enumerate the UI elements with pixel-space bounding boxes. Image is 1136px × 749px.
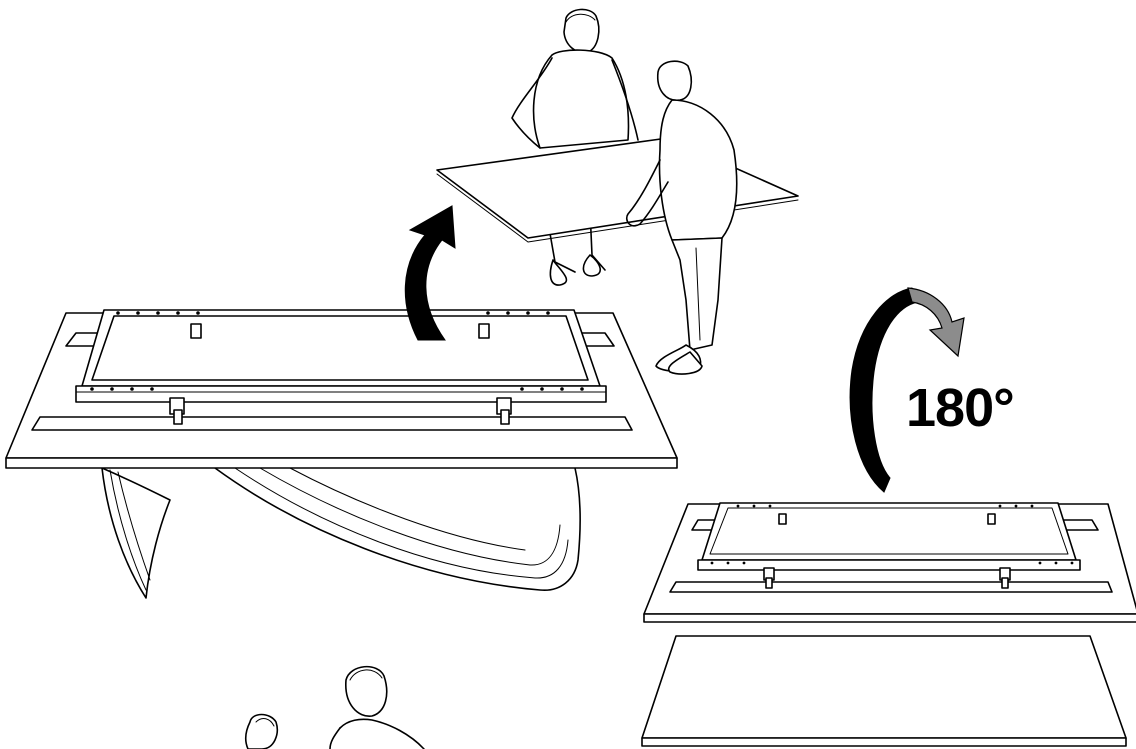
loose-tabletop-panel	[641, 635, 1127, 747]
people-bottom	[245, 665, 425, 749]
frame-feet	[169, 323, 512, 425]
people-carrying-panel	[436, 8, 799, 375]
tabletop-with-frame-left	[5, 309, 678, 599]
rotation-angle-label: 180°	[906, 378, 1015, 438]
tabletop-with-frame-right	[643, 502, 1136, 623]
rotate-180-arrow-icon	[849, 287, 965, 493]
draped-cloth	[101, 467, 581, 599]
curved-lift-arrow-icon	[404, 205, 456, 341]
